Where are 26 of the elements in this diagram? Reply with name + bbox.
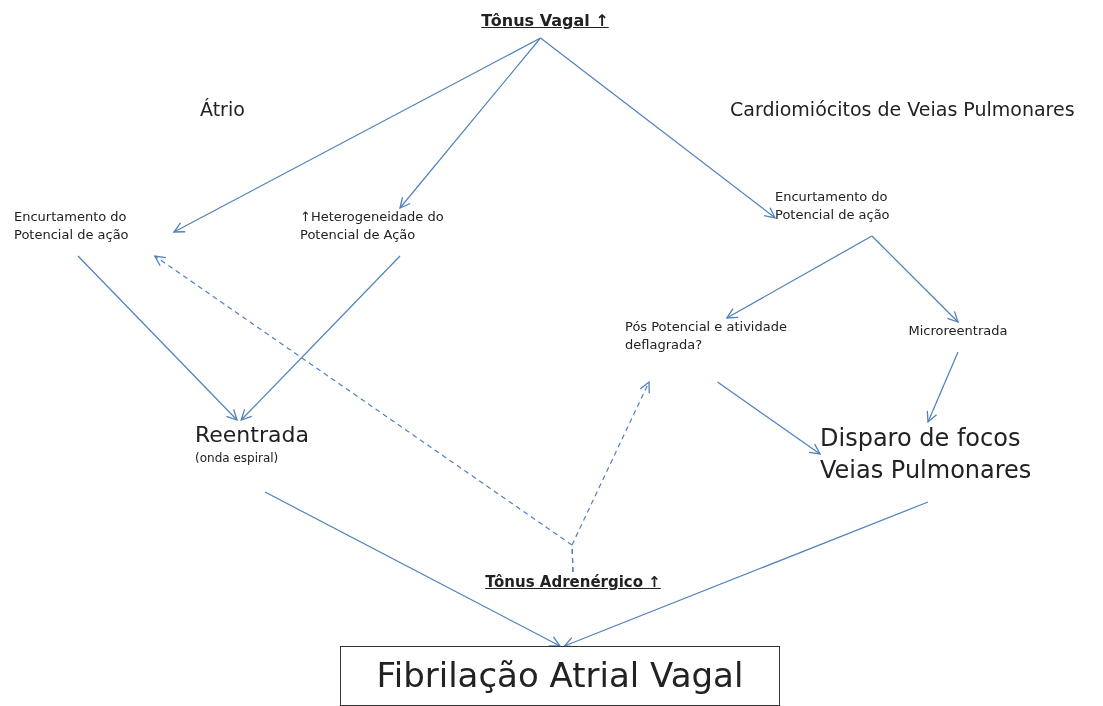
arrow xyxy=(77,255,238,421)
arrow xyxy=(571,381,650,573)
node-text: Encurtamento do Potencial de ação xyxy=(14,208,130,244)
region-label: Átrio xyxy=(200,98,245,120)
arrow xyxy=(264,491,561,647)
node-text: Microreentrada xyxy=(907,322,1009,340)
arrow xyxy=(871,235,959,323)
arrow xyxy=(240,255,401,421)
node-text: Pós Potencial e atividade deflagrada? xyxy=(625,318,788,354)
node-text: ↑Heterogeneidade do Potencial de Ação xyxy=(300,208,445,244)
arrow xyxy=(173,37,542,233)
heading-text: Tônus Vagal ↑ xyxy=(480,10,610,32)
process-box xyxy=(340,646,780,706)
arrow xyxy=(399,37,542,209)
arrow xyxy=(563,501,929,648)
node-subtext: (onda espiral) xyxy=(195,449,280,466)
arrow xyxy=(726,235,873,319)
node-text: Disparo de focos Veias Pulmonares xyxy=(820,423,1033,487)
region-label: Cardiomiócitos de Veias Pulmonares xyxy=(730,98,1075,120)
node-text: Fibrilação Atrial Vagal xyxy=(376,654,744,698)
node-text: Reentrada xyxy=(195,421,310,449)
node-text: Encurtamento do Potencial de ação xyxy=(775,188,891,224)
arrow xyxy=(716,381,821,455)
heading-text: Tônus Adrenérgico ↑ xyxy=(484,572,662,593)
arrow xyxy=(539,37,776,219)
arrow xyxy=(926,351,959,423)
